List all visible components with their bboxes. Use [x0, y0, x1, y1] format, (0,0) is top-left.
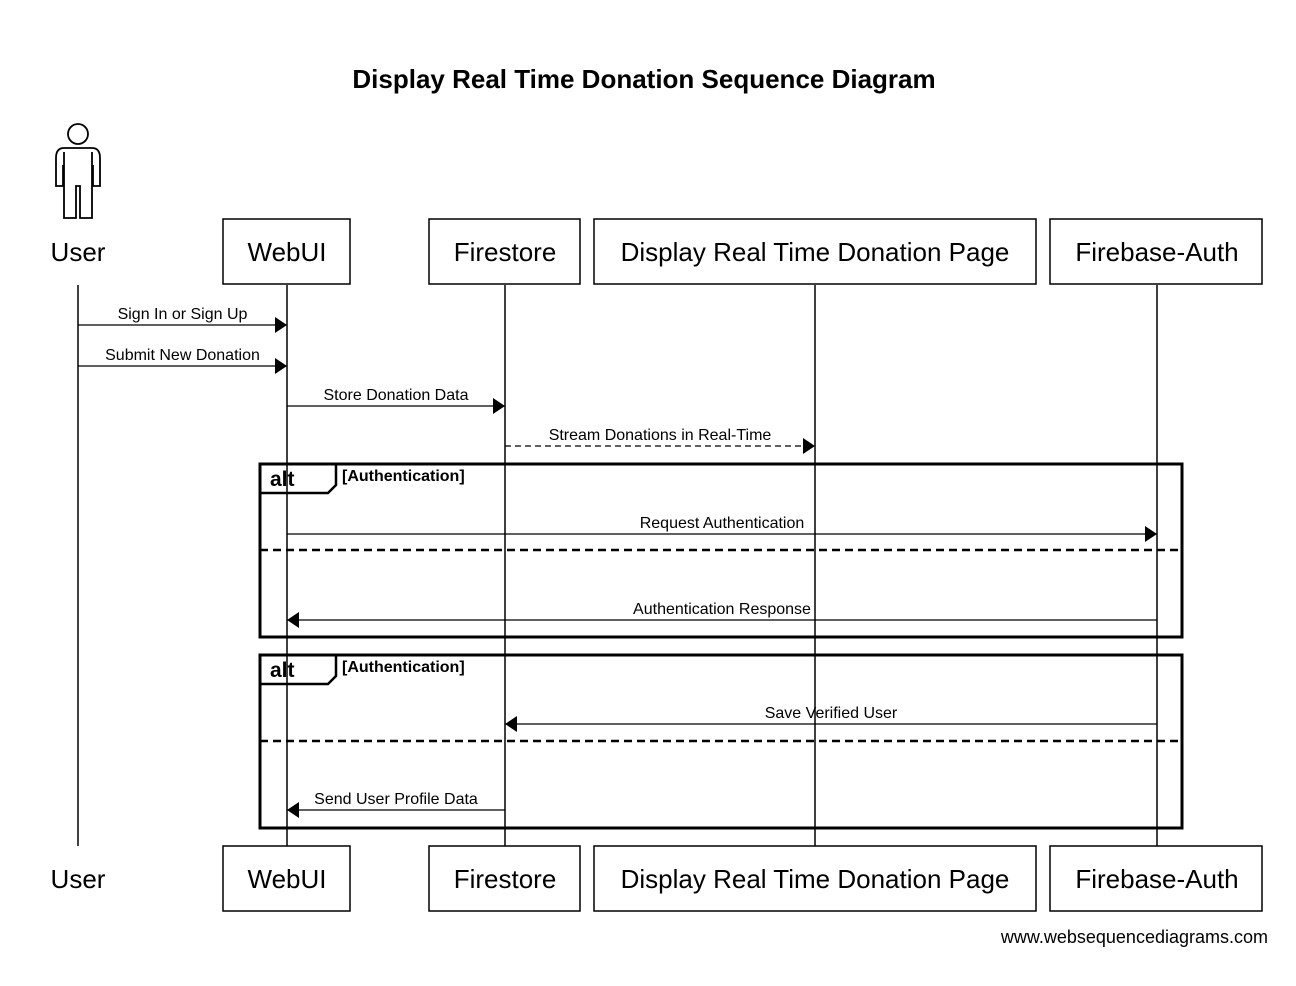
- lifelines: [77, 285, 1158, 846]
- alt-frame-tab: [260, 655, 338, 686]
- diagram-title: Display Real Time Donation Sequence Diag…: [352, 64, 935, 94]
- participant-box: [1049, 218, 1263, 285]
- alt-frame: alt [Authentication]: [258, 462, 1184, 639]
- participant-label: Firestore: [454, 237, 557, 267]
- message-label: Send User Profile Data: [314, 791, 478, 808]
- participants-top: User WebUI Firestore Display Real Time Dona…: [51, 123, 1263, 285]
- message: Send User Profile Data: [287, 791, 505, 818]
- participant-user-bottom: User: [51, 864, 106, 894]
- participant-label: User: [51, 237, 106, 267]
- participant-auth-bottom: Firebase-Auth: [1049, 845, 1263, 912]
- message-label: Authentication Response: [633, 601, 811, 618]
- participant-display-top: Display Real Time Donation Page: [593, 218, 1037, 285]
- alt-frame: alt [Authentication]: [258, 653, 1184, 830]
- message: Submit New Donation: [78, 347, 287, 374]
- alt-frame-tag: alt: [270, 659, 295, 682]
- message-label: Store Donation Data: [324, 387, 469, 404]
- messages: Sign In or Sign Up Submit New DonationSto…: [78, 306, 1157, 818]
- message: Save Verified User: [505, 705, 1157, 732]
- alt-frame-condition: [Authentication]: [342, 468, 465, 485]
- message-label: Sign In or Sign Up: [118, 306, 248, 323]
- participant-webui-top: WebUI: [222, 218, 351, 285]
- participant-box: [428, 218, 581, 285]
- message: Request Authentication: [287, 515, 1157, 542]
- message-label: Stream Donations in Real-Time: [549, 427, 772, 444]
- actor-icon: [55, 123, 101, 219]
- participant-box: [222, 845, 351, 912]
- participant-box: [1049, 845, 1263, 912]
- participant-webui-bottom: WebUI: [222, 845, 351, 912]
- alt-frame-tag: alt: [270, 468, 295, 491]
- watermark: www.websequencediagrams.com: [1000, 927, 1268, 947]
- participant-label: Display Real Time Donation Page: [621, 864, 1010, 894]
- message-label: Request Authentication: [640, 515, 805, 532]
- participant-label: WebUI: [248, 864, 327, 894]
- participant-label: User: [51, 864, 106, 894]
- participant-box: [428, 845, 581, 912]
- message: Authentication Response: [287, 601, 1157, 628]
- participant-box: [593, 845, 1037, 912]
- participant-user-top: User: [51, 123, 106, 267]
- message: Stream Donations in Real-Time: [505, 427, 815, 454]
- participant-label: WebUI: [248, 237, 327, 267]
- participant-label: Firebase-Auth: [1075, 237, 1238, 267]
- participant-firestore-top: Firestore: [428, 218, 581, 285]
- participant-label: Display Real Time Donation Page: [621, 237, 1010, 267]
- message-label: Save Verified User: [765, 705, 898, 722]
- participant-box: [593, 218, 1037, 285]
- frames: alt [Authentication] alt [Authentication]: [258, 462, 1184, 830]
- participant-firestore-bottom: Firestore: [428, 845, 581, 912]
- participant-label: Firebase-Auth: [1075, 864, 1238, 894]
- participant-auth-top: Firebase-Auth: [1049, 218, 1263, 285]
- participants-bottom: User WebUI Firestore Display Real Time Dona…: [51, 845, 1263, 912]
- participant-label: Firestore: [454, 864, 557, 894]
- alt-frame-tab: [260, 464, 338, 495]
- alt-frame-condition: [Authentication]: [342, 659, 465, 676]
- message: Sign In or Sign Up: [78, 306, 287, 333]
- participant-display-bottom: Display Real Time Donation Page: [593, 845, 1037, 912]
- participant-box: [222, 218, 351, 285]
- message-label: Submit New Donation: [105, 347, 260, 364]
- message: Store Donation Data: [287, 387, 505, 414]
